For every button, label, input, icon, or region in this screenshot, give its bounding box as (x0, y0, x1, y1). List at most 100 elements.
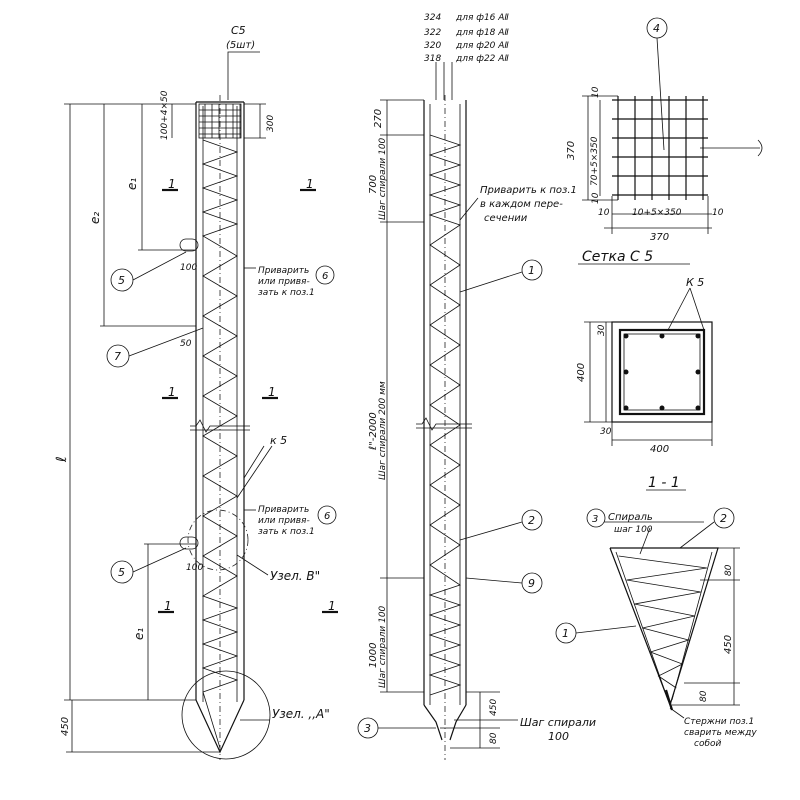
section-title: 1 - 1 (648, 475, 680, 491)
leader-4 (656, 37, 665, 151)
dim-270-text: 270 (373, 109, 384, 128)
section-bar-dot (695, 333, 701, 339)
tip-leader-1 (575, 625, 637, 634)
mid-weld-note-1: Приварить к поз.1 (480, 185, 577, 196)
pos-1-text: 1 (528, 264, 535, 277)
section-bar-dot (659, 333, 665, 339)
tip-weld (664, 689, 674, 711)
section-mark-label-mr: 1 (268, 385, 276, 399)
dim-e1-lower-text: e₁ (132, 628, 146, 640)
rebar-4-note: для ф22 АⅡ (455, 54, 509, 64)
section-spiral (618, 328, 706, 416)
section-inner (623, 333, 701, 411)
dim-e2-text: e₂ (88, 212, 102, 224)
leader-k5a (243, 445, 265, 479)
leader-1-mid (459, 271, 523, 293)
tip-pos-2-circle (713, 507, 735, 529)
c5-leader (227, 51, 260, 100)
weld-note-upper-3: зать к поз.1 (258, 288, 315, 298)
weld-note-upper-1: Приварить (258, 266, 309, 276)
pos-2-circle (521, 509, 543, 531)
pos-6-lower-text: 6 (324, 511, 330, 522)
mesh-right-arc (757, 139, 763, 157)
leader-node-b (236, 554, 269, 576)
leader-k5-sec-b (689, 287, 705, 331)
side-bar-lower (179, 536, 199, 550)
tip-note-leader (669, 707, 685, 719)
leader-k5-sec-a (667, 287, 691, 331)
mesh-dim-10-top-text: 10 (591, 86, 601, 98)
top-mesh-grid (199, 104, 241, 138)
pos-2-text: 2 (528, 514, 535, 527)
leader-weld-mid (459, 197, 479, 221)
pos-5-upper-text: 5 (118, 274, 125, 287)
mesh-dim-10-bot-text: 10 (591, 192, 601, 204)
dim-1000-note: Шаг спирали 100 (378, 605, 388, 688)
section-k5-label: К 5 (686, 276, 704, 289)
tip-rebar-l (615, 551, 669, 701)
section-dim-30-bot: 30 (600, 427, 612, 437)
dim-50-text: 50 (180, 339, 192, 349)
mid-spiral-note-2: 100 (548, 730, 569, 743)
mid-weld-note-3: сечении (484, 213, 528, 224)
pos-9-text: 9 (528, 577, 535, 590)
rebar-2-note: для ф18 АⅡ (455, 28, 509, 38)
tip-spiral-leader-2 (639, 527, 651, 555)
section-bars (623, 333, 701, 411)
mid-pile-tip-l (423, 704, 443, 741)
top-mesh-block (198, 103, 242, 139)
left-pile (64, 51, 338, 760)
dim-1000-text: 1000 (368, 643, 379, 668)
mid-pile-tip-r (449, 704, 467, 741)
tip-dim-80-top: 80 (724, 564, 734, 576)
rebar-3-num: 320 (424, 41, 441, 51)
leader-9-mid (465, 577, 523, 584)
section-mark-label-ul: 1 (168, 177, 176, 191)
side-bar-upper (179, 238, 199, 252)
dim-100-upper-text: 100 (180, 263, 197, 273)
dim-700-note: Шаг спирали 100 (378, 137, 388, 220)
tip-spiral-label: Спираль (608, 512, 653, 523)
section-bar-dot (695, 369, 701, 375)
tip-pos-3-text: 3 (592, 514, 598, 525)
section-bar-dot (695, 405, 701, 411)
pos-5-lower-text: 5 (118, 566, 125, 579)
mid-break-mark (416, 417, 472, 431)
section-dim-400-h: 400 (650, 444, 669, 455)
dim-l-text: ℓ (54, 456, 70, 463)
leader-2-mid (459, 521, 523, 541)
mid-spiral (428, 134, 462, 696)
section-bar-dot (623, 333, 629, 339)
pos-3-text: 3 (364, 722, 371, 735)
tip-dim-450: 450 (723, 635, 734, 654)
rebar-1-num: 324 (424, 13, 441, 23)
tip-pos-1-text: 1 (562, 627, 569, 640)
node-a-label: Узел. ,,А" (272, 707, 330, 721)
dim-100-lower-text: 100 (186, 563, 203, 573)
section-dim-400-v: 400 (576, 363, 587, 382)
c5-label: C5 (231, 24, 246, 37)
node-a-circle (181, 670, 271, 760)
dim-300-text: 300 (266, 115, 276, 132)
dim-450-mid-text: 450 (489, 699, 499, 716)
tip-pos-2-text: 2 (720, 512, 727, 525)
weld-note-lower-2: или привя- (258, 516, 310, 526)
tip-dim-80-bot: 80 (699, 690, 709, 702)
mesh-dim-370-h-text: 370 (650, 232, 669, 243)
mesh-dim-10x5-text: 10+5×350 (632, 208, 682, 218)
section-bar-dot (659, 405, 665, 411)
section-mark-label-lr: 1 (328, 599, 336, 613)
dim-80-mid-text: 80 (489, 732, 499, 744)
dim-e1-upper-text: e₁ (125, 178, 139, 190)
leader-7 (128, 327, 204, 357)
mesh-title: Сетка С 5 (582, 249, 653, 265)
pos-6-upper-text: 6 (322, 271, 328, 282)
tip-spiral (618, 555, 707, 689)
rebar-4-num: 318 (424, 54, 441, 64)
dim-700-text: 700 (368, 175, 379, 194)
tip-pos-3-circle (586, 508, 606, 528)
tip-note-2: сварить между (684, 728, 757, 738)
tip-detail (555, 507, 740, 719)
